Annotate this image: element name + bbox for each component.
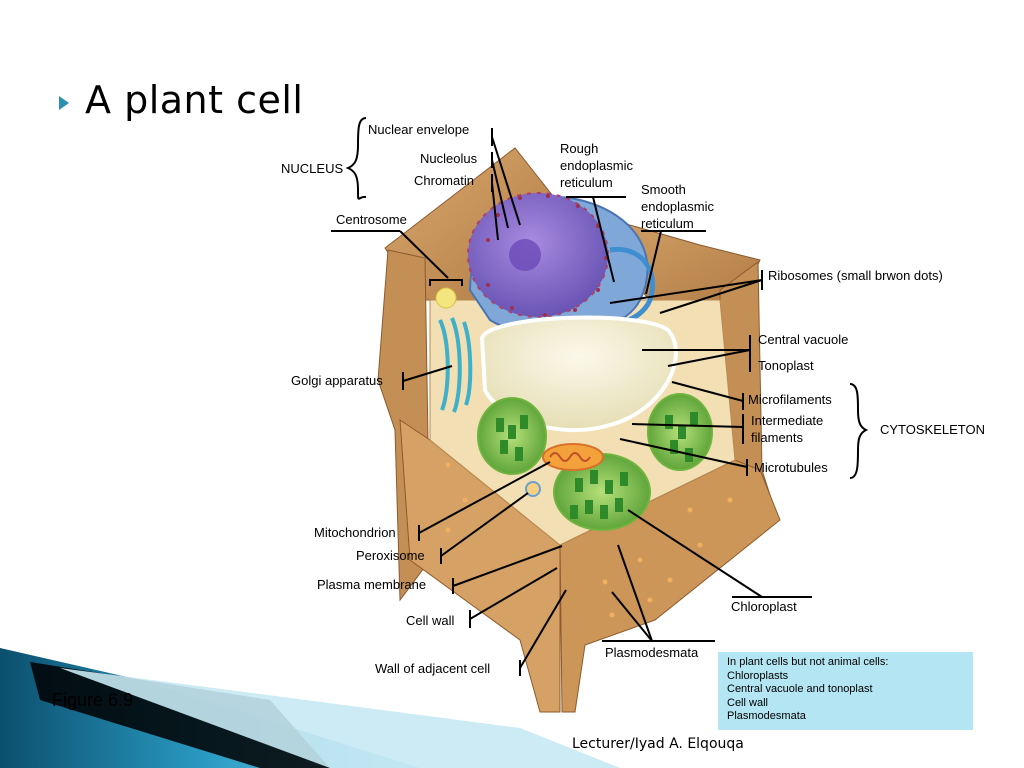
label-golgi: Golgi apparatus (291, 373, 383, 388)
label-peroxisome: Peroxisome (356, 548, 425, 563)
label-intermediate-line1: Intermediate (751, 413, 823, 428)
label-ribosomes: Ribosomes (small brwon dots) (768, 268, 943, 283)
label-centrosome: Centrosome (336, 212, 407, 227)
label-rough-er-line1: Rough (560, 141, 598, 156)
label-nucleolus: Nucleolus (420, 151, 478, 166)
label-chloroplast: Chloroplast (731, 599, 797, 614)
label-cell-wall: Cell wall (406, 613, 455, 628)
note-item: Central vacuole and tonoplast (727, 683, 873, 695)
note-item: Cell wall (727, 696, 768, 709)
bullet-arrow-icon (59, 96, 69, 110)
diagram-labels: Nuclear envelope Nucleolus Chromatin NUC… (281, 122, 985, 676)
label-chromatin: Chromatin (414, 173, 474, 188)
label-plasma-membrane: Plasma membrane (317, 577, 426, 592)
label-plasmodesmata: Plasmodesmata (605, 645, 699, 660)
label-smooth-er-line1: Smooth (641, 182, 686, 197)
plant-only-note: In plant cells but not animal cells: Chl… (718, 652, 973, 730)
label-rough-er-line3: reticulum (560, 175, 613, 190)
label-mitochondrion: Mitochondrion (314, 525, 396, 540)
label-microfilaments: Microfilaments (748, 392, 832, 407)
leader-lines (331, 117, 869, 676)
footer-credit: Lecturer/Iyad A. Elqouqa (572, 736, 744, 752)
label-rough-er-line2: endoplasmic (560, 158, 633, 173)
label-microtubules: Microtubules (754, 460, 828, 475)
label-nucleus: NUCLEUS (281, 161, 343, 176)
label-tonoplast: Tonoplast (758, 358, 814, 373)
label-wall-adjacent: Wall of adjacent cell (375, 661, 490, 676)
label-intermediate-line2: filaments (751, 430, 804, 445)
label-central-vacuole: Central vacuole (758, 332, 848, 347)
label-smooth-er-line3: reticulum (641, 216, 694, 231)
note-item: Chloroplasts (727, 669, 789, 682)
label-smooth-er-line2: endoplasmic (641, 199, 714, 214)
slide-title: A plant cell (85, 78, 304, 122)
note-heading: In plant cells but not animal cells: (727, 656, 889, 668)
label-cytoskeleton: CYTOSKELETON (880, 422, 985, 437)
figure-label: Figure 6.9 (52, 690, 134, 710)
note-item: Plasmodesmata (727, 710, 806, 722)
label-nuclear-envelope: Nuclear envelope (368, 122, 469, 137)
organelles (435, 192, 713, 531)
slide-decoration (0, 648, 620, 768)
